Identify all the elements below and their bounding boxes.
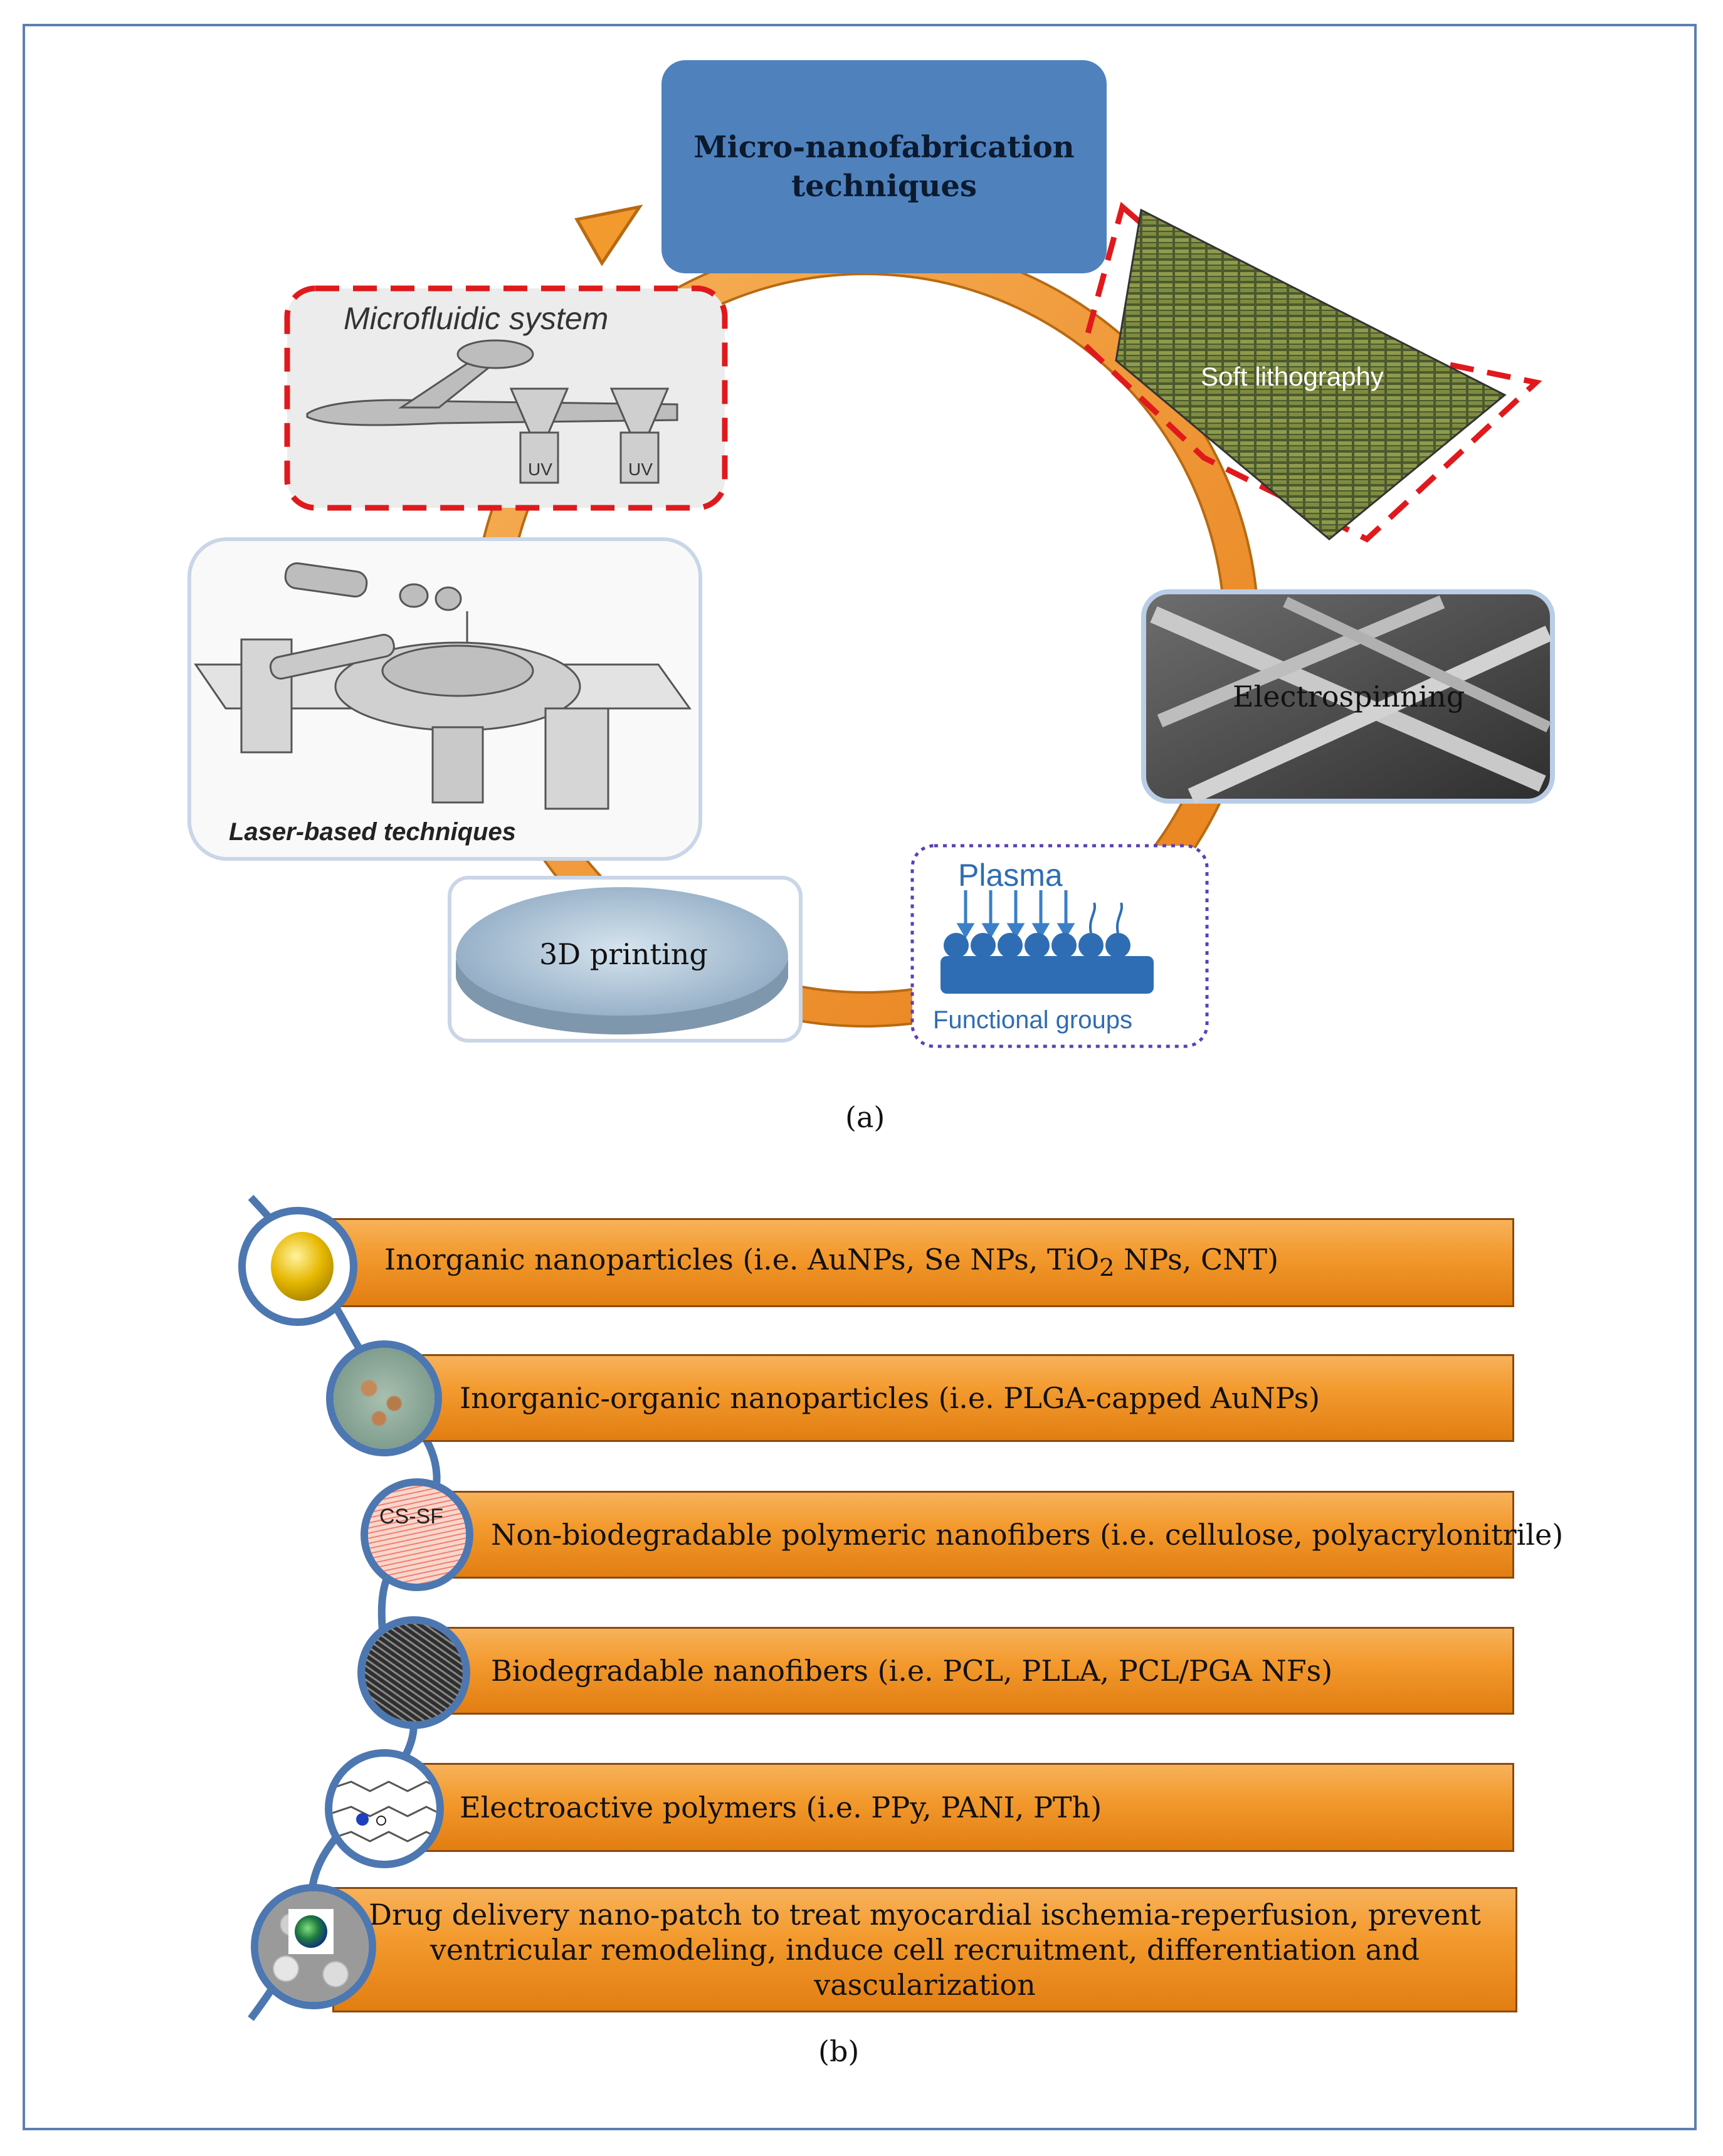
organic-nanoparticle-icon — [326, 1340, 442, 1456]
item-bar-6: Drug delivery nano-patch to treat myocar… — [332, 1887, 1517, 2012]
figure-border — [23, 24, 1697, 2130]
item-3-text: Non-biodegradable polymeric nanofibers (… — [491, 1518, 1564, 1552]
item-6-line2: ventricular remodeling, induce cell recr… — [429, 1933, 1420, 1967]
gold-nanoparticle-icon — [238, 1207, 357, 1326]
caption-a: (a) — [845, 1100, 885, 1134]
microfluidic-panel — [284, 285, 728, 511]
soft-lithography-panel — [1081, 201, 1542, 543]
3d-printing-label: 3D printing — [539, 937, 708, 971]
item-1-sub: 2 — [1099, 1254, 1115, 1283]
plasma-label: Plasma — [958, 858, 1063, 893]
center-title-line2: techniques — [791, 169, 977, 204]
nanofiber-mesh-icon — [357, 1616, 470, 1729]
microfluidic-label: Microfluidic system — [344, 301, 608, 336]
soft-lithography-label: Soft lithography — [1201, 362, 1384, 391]
item-2-text: Inorganic-organic nanoparticles (i.e. PL… — [460, 1381, 1320, 1415]
item-6-line1: Drug delivery nano-patch to treat myocar… — [369, 1898, 1481, 1932]
electrospinning-label: Electrospinning — [1233, 680, 1465, 713]
cs-sf-fiber-icon: CS-SF — [361, 1478, 473, 1591]
item-1-tail: NPs, CNT) — [1114, 1243, 1279, 1277]
cycle-diagram: Microfluidic system UV UV Soft lithograp… — [187, 201, 1555, 1048]
item-bar-5: Electroactive polymers (i.e. PPy, PANI, … — [408, 1763, 1514, 1852]
3d-printing-panel — [448, 876, 803, 1043]
polymer-chain-icon — [325, 1749, 444, 1868]
center-title-box: Micro-nanofabrication techniques — [661, 60, 1107, 273]
laser-panel — [187, 537, 702, 861]
uv-label-1: UV — [528, 460, 552, 479]
uv-label-2: UV — [628, 460, 653, 479]
cs-sf-label: CS-SF — [379, 1505, 443, 1528]
laser-label: Laser-based techniques — [229, 818, 516, 846]
item-4-text: Biodegradable nanofibers (i.e. PCL, PLLA… — [491, 1654, 1333, 1688]
plasma-panel — [910, 844, 1209, 1048]
item-bar-2: Inorganic-organic nanoparticles (i.e. PL… — [408, 1354, 1514, 1442]
nano-patch-icon — [251, 1884, 376, 2009]
item-6-line3: vascularization — [814, 1968, 1036, 2002]
caption-b: (b) — [818, 2034, 860, 2068]
functional-groups-label: Functional groups — [933, 1006, 1132, 1034]
arrow-head — [574, 204, 643, 266]
electrospinning-panel — [1141, 589, 1555, 804]
item-bar-3: Non-biodegradable polymeric nanofibers (… — [445, 1491, 1563, 1579]
item-bar-1: Inorganic nanoparticles (i.e. AuNPs, Se … — [332, 1218, 1514, 1307]
center-title-line1: Micro-nanofabrication — [693, 130, 1075, 165]
item-bar-4: Biodegradable nanofibers (i.e. PCL, PLLA… — [433, 1627, 1514, 1715]
item-5-text: Electroactive polymers (i.e. PPy, PANI, … — [460, 1791, 1102, 1824]
item-1-text: Inorganic nanoparticles (i.e. AuNPs, Se … — [384, 1243, 1100, 1277]
